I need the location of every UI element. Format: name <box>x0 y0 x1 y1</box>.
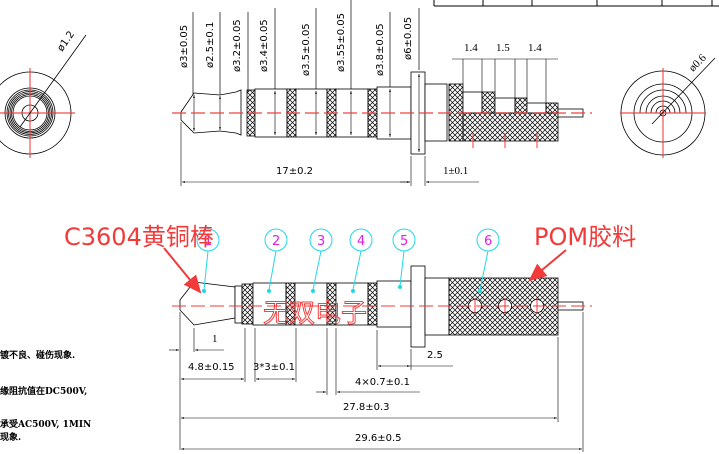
body-length-dimension: 27.8±0.3 <box>343 402 390 413</box>
balloon-1: 1 <box>196 228 220 293</box>
pitch-label-3: 1.4 <box>528 42 542 54</box>
diameter-label-7: ø3.8±0.05 <box>375 23 386 76</box>
watermark: 无双电子 <box>263 299 367 329</box>
diameter-label-4: ø3.4±0.05 <box>259 19 270 72</box>
top-view-plug <box>172 71 592 155</box>
brass-callout-arrow <box>163 247 202 294</box>
tip-length-dimension: 4.8±0.15 <box>188 362 235 373</box>
bottom-view-plug <box>172 265 592 348</box>
end-view-right: ø0.6 <box>620 52 716 158</box>
total-length-dimension: 29.6±0.5 <box>355 433 402 444</box>
balloon-2: 2 <box>264 228 288 293</box>
svg-text:5: 5 <box>400 234 408 249</box>
svg-text:4: 4 <box>357 234 365 249</box>
bottom-view-dimensions: 1 4.8±0.15 3*3±0.1 4×0.7±0.1 2.5 27.8±0.… <box>169 312 584 452</box>
flange-dimension: 1±0.1 <box>443 165 468 177</box>
note-line-1: 镀不良、碰伤现象. <box>0 349 75 361</box>
svg-text:2: 2 <box>272 234 280 249</box>
diameter-label-1: ø3±0.05 <box>179 25 190 68</box>
material-callout-pom: POM胶料 <box>534 223 636 251</box>
technical-notes: 镀不良、碰伤现象. 缘阻抗值在DC500V, 承受AC500V, 1MIN 现象… <box>0 349 91 443</box>
ring-length-dimension: 3*3±0.1 <box>253 362 295 373</box>
svg-text:6: 6 <box>484 234 492 249</box>
balloon-3: 3 <box>309 228 333 293</box>
top-view-dimensions: 17±0.2 1±0.1 1.4 1.5 1.4 <box>180 42 558 186</box>
material-callout-brass: C3604黄铜棒 <box>64 223 214 251</box>
pitch-label-1: 1.4 <box>464 42 478 54</box>
svg-text:3: 3 <box>317 234 325 249</box>
part-balloons: 1 2 3 4 5 6 <box>196 228 500 293</box>
diameter-labels: ø3±0.05 ø2.5±0.1 ø3.2±0.05 ø3.4±0.05 ø3.… <box>179 0 420 95</box>
note-line-3: 承受AC500V, 1MIN <box>0 418 91 430</box>
balloon-5: 5 <box>392 228 416 289</box>
tip-dimension: 1 <box>212 333 218 345</box>
balloon-6: 6 <box>476 228 500 293</box>
balloon-4: 4 <box>349 228 373 293</box>
end-view-left-diameter-label: ø1.2 <box>55 29 77 53</box>
diameter-label-2: ø2.5±0.1 <box>205 22 216 68</box>
length-dimension-17: 17±0.2 <box>276 166 313 177</box>
note-line-2: 缘阻抗值在DC500V, <box>0 385 87 397</box>
diameter-label-3: ø3.2±0.05 <box>232 19 243 72</box>
title-block <box>433 0 719 7</box>
diameter-label-8: ø6±0.05 <box>403 17 414 60</box>
end-view-left: ø1.2 <box>0 29 87 158</box>
svg-text:1: 1 <box>204 234 212 249</box>
diameter-label-5: ø3.5±0.05 <box>301 23 312 76</box>
end-view-right-diameter-label: ø0.6 <box>687 52 709 74</box>
pitch-label-2: 1.5 <box>496 42 510 54</box>
diameter-label-6: ø3.55±0.05 <box>336 13 347 72</box>
pom-callout-arrow <box>528 249 567 282</box>
flange-width-dimension: 2.5 <box>427 350 443 361</box>
insulator-dimension: 4×0.7±0.1 <box>355 377 410 388</box>
note-line-4: 现象. <box>0 431 21 443</box>
